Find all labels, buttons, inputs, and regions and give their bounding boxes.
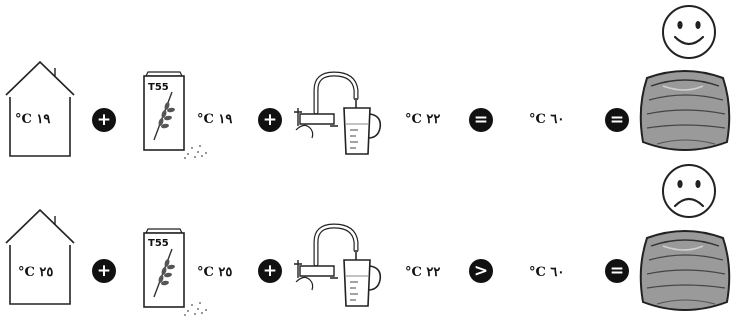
flour-temperature: °C ٢٥: [197, 265, 232, 280]
plus-operator: +: [92, 108, 116, 132]
flour-type-label: T55: [148, 82, 169, 93]
water-temperature: °C ٢٢: [405, 265, 440, 280]
room-temperature: °C ٢٥: [18, 265, 53, 280]
faucet-jug-icon: [290, 220, 402, 312]
row-too-warm: °C ٢٥ + T55 °C ٢٥ +: [0, 160, 734, 320]
plus-operator: +: [92, 259, 116, 283]
equals-operator: =: [469, 108, 493, 132]
flour-type-label: T55: [148, 238, 169, 249]
dough-bowl-icon: [637, 224, 733, 316]
flour-temperature: °C ١٩: [197, 112, 232, 127]
room-temperature: °C ١٩: [15, 112, 50, 127]
greater-than-operator: >: [469, 259, 493, 283]
equals-operator: =: [605, 259, 629, 283]
row-ideal: °C ١٩ + T55 °C ١٩ +: [0, 0, 734, 160]
water-temperature: °C ٢٢: [405, 112, 440, 127]
plus-operator: +: [258, 108, 282, 132]
happy-face-icon: [656, 3, 722, 61]
base-temperature: °C ٦٠: [529, 265, 564, 280]
plus-operator: +: [258, 259, 282, 283]
faucet-jug-icon: [290, 68, 402, 160]
equals-operator: =: [605, 108, 629, 132]
house-icon: [4, 60, 76, 158]
sad-face-icon: [656, 162, 722, 220]
dough-bowl-icon: [637, 64, 733, 156]
house-icon: [4, 208, 76, 306]
base-temperature: °C ٦٠: [529, 112, 564, 127]
